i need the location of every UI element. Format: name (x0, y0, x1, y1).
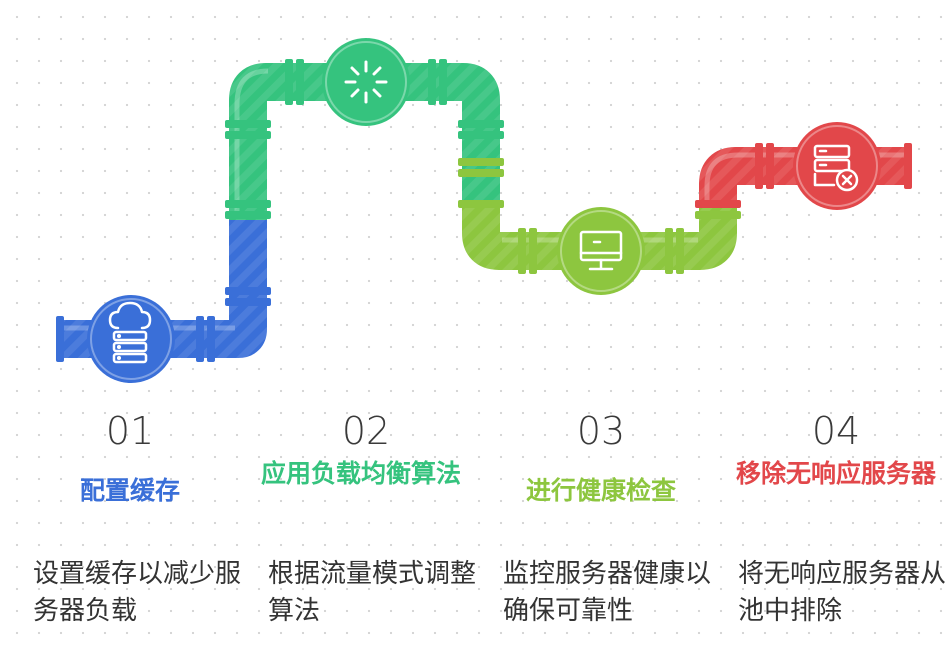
step-3-description: 监控服务器健康以确保可靠性 (503, 559, 712, 626)
monitor-icon (579, 230, 623, 271)
cloud-server-icon (108, 301, 152, 364)
step-1-title: 配置缓存 (79, 476, 180, 505)
step-3-title: 进行健康检查 (525, 476, 676, 505)
loading-spinner-icon (344, 60, 388, 104)
pipe-segment-lime (458, 158, 737, 295)
server-remove-icon (813, 144, 859, 192)
step-1-number: 01 (105, 409, 155, 453)
step-4-number: 04 (811, 409, 861, 453)
step-2-title: 应用负载均衡算法 (260, 459, 461, 488)
pipe-segment-green (225, 38, 504, 220)
pipe-segment-blue (56, 218, 271, 383)
step-4-description: 将无响应服务器从池中排除 (738, 559, 946, 626)
step-3-number: 03 (576, 409, 626, 453)
step-1-description: 设置缓存以减少服务器负载 (33, 559, 242, 626)
step-4-title: 移除无响应服务器 (735, 459, 936, 488)
step-2-description: 根据流量模式调整算法 (268, 559, 477, 626)
pipe-segment-red (695, 122, 912, 219)
step-2-number: 02 (341, 409, 391, 453)
